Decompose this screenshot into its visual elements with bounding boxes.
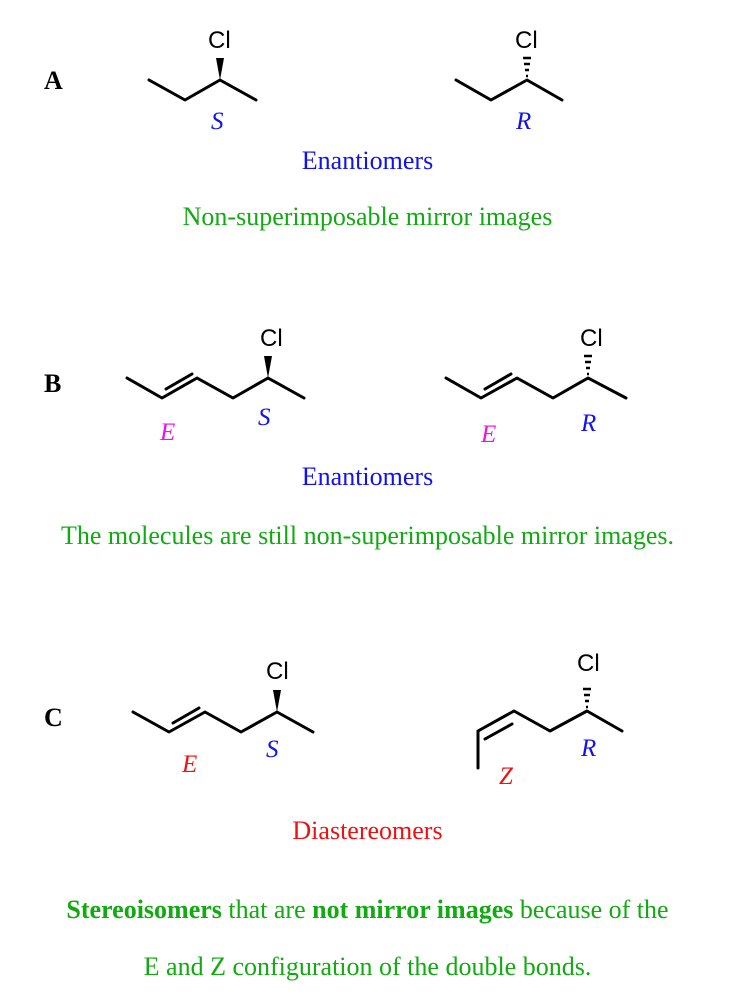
c-explanation-text-2: because of the [513,895,669,924]
c-left-stereo-descriptor: S [266,736,279,763]
a-right-cl-atom: Cl [515,27,538,54]
b-right-stereo-descriptor: R [581,410,597,437]
b-left-wedge-bond [264,356,272,378]
c-explanation-line2: E and Z configuration of the double bond… [143,952,592,981]
c-left-double-bond-inner [171,706,201,725]
b-right-hash-bond [584,354,592,376]
b-relation-caption: Enantiomers [301,462,434,491]
b-left-stereo-descriptor: S [258,404,271,431]
a-right-skeleton [454,78,564,102]
c-right-cl-atom: Cl [577,650,600,677]
c-right-alkene-descriptor: Z [499,763,513,790]
b-right-cl-atom: Cl [580,325,603,352]
c-explanation-line1: Stereoisomers that are not mirror images… [0,895,735,925]
c-explanation-text-1: that are [221,895,313,924]
c-explanation-term-stereoisomers: Stereoisomers [66,895,222,924]
b-explanation: The molecules are still non-superimposab… [61,521,674,550]
b-right-double-bond-inner [483,372,513,391]
c-right-skeleton [476,709,624,770]
c-right-hash-bond [583,687,591,709]
b-left-alkene-descriptor: E [160,419,176,446]
a-left-stereo-descriptor: S [211,108,224,135]
section-label-c: C [44,703,63,732]
c-left-alkene-descriptor: E [182,751,198,778]
a-right-stereo-descriptor: R [516,108,532,135]
b-left-double-bond-inner [164,372,194,391]
b-left-skeleton [125,376,306,400]
a-explanation: Non-superimposable mirror images [182,202,553,231]
c-left-wedge-bond [273,690,281,712]
c-right-double-bond-inner [483,722,514,741]
c-left-cl-atom: Cl [266,658,289,685]
c-left-skeleton [131,710,315,734]
a-left-wedge-bond [216,58,224,80]
section-label-b: B [44,369,62,398]
b-right-skeleton [444,376,628,400]
b-right-alkene-descriptor: E [481,421,497,448]
a-relation-caption: Enantiomers [301,146,434,175]
c-explanation-term-not-mirror-images: not mirror images [312,895,514,924]
c-relation-caption: Diastereomers [292,816,443,845]
b-left-cl-atom: Cl [260,325,283,352]
a-left-cl-atom: Cl [208,27,231,54]
section-label-a: A [44,66,63,95]
a-right-hash-bond [523,56,531,78]
a-left-skeleton [147,78,258,102]
c-right-stereo-descriptor: R [581,735,597,762]
